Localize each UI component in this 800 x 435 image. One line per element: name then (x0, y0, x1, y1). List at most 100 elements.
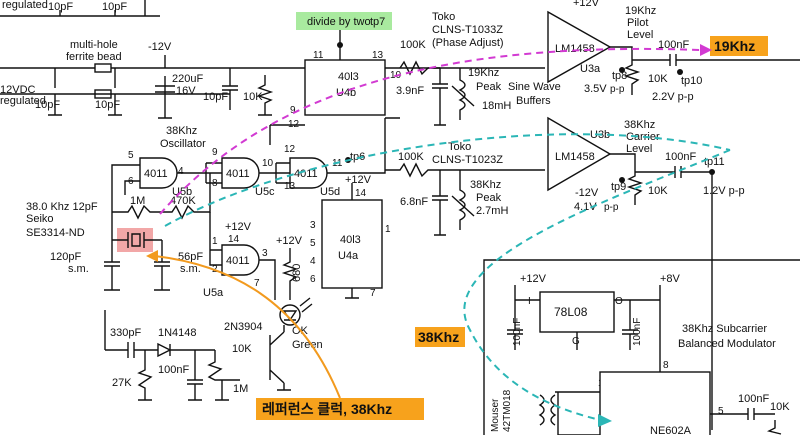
tp9-dot (619, 177, 625, 183)
u4b-chip (304, 59, 386, 116)
ann-19khz: 19Khz (714, 38, 755, 54)
opamp-u3a (547, 10, 612, 84)
tp9-label: tp9 (611, 181, 626, 193)
ind-38-label-a: 38Khz (470, 179, 501, 191)
mid-rail-wire (0, 55, 230, 88)
annotation-arrows: 38Khz 레퍼런스 클럭, 38Khz (146, 44, 731, 427)
toko-a-line2: CLNS-T1033Z (432, 24, 503, 36)
crystal-label-b: Seiko (26, 213, 54, 225)
detector-section: 330pF 1N4148 10K 27K 100nF 1M (104, 310, 291, 401)
pin-5-label-sub: 5 (718, 406, 724, 417)
tp10-dot (677, 69, 683, 75)
cap-10pf-label-d: 10pF (95, 99, 120, 111)
ind-38-label-c: 2.7mH (476, 205, 508, 217)
cap-100nf-f-label: 100nF (738, 393, 769, 405)
cap-100nf-a-label: 100nF (658, 39, 689, 51)
arrow-38khz-lower-path (463, 149, 731, 421)
u4b-pin-13: 13 (372, 50, 384, 61)
carrier-filter-section: Toko CLNS-T1023Z 100K 38Khz Peak 2.7mH 6… (385, 116, 745, 430)
plus12v-mid-label: +12V (345, 174, 372, 186)
carrier-level-label-c: Level (626, 143, 652, 155)
tp11-label: tp11 (704, 156, 725, 168)
led-symbol (279, 304, 301, 326)
v4-1-label: 4.1V (574, 201, 597, 213)
arrow-38khz-upper-path (164, 133, 731, 227)
regulated-label-top: regulated (2, 0, 48, 11)
tp8-dot (619, 67, 625, 73)
u5c-label: U5c (255, 186, 275, 198)
v2-2pp-label: 2.2V p-p (652, 91, 694, 103)
r-10k-a-symbol (256, 75, 274, 116)
sub-label-a: 38Khz Subcarrier (682, 323, 767, 335)
crystal-label-a: 38.0 Khz 12pF (26, 201, 98, 213)
cap-120pf-label-a: 120pF (50, 251, 81, 263)
tp7-dot (337, 42, 343, 48)
r-10k-pilot-label: 10K (648, 73, 668, 85)
pin-8-label-sub: 8 (663, 360, 669, 371)
carrier-level-label-a: 38Khz (624, 119, 655, 131)
gate-u5a-label: 4011 (226, 255, 250, 267)
arrow-19khz-head (700, 44, 712, 56)
ground-symbols-left (48, 94, 172, 119)
toko-a-line3: (Phase Adjust) (432, 37, 504, 49)
clock-detect-section: +12V 14 1 2 3 4011 U5a 7 +12V 680 OK Gre… (203, 212, 323, 351)
pilot-level-label-c: Level (627, 29, 653, 41)
ref-click-bg (256, 398, 424, 420)
reg-o-label: O (615, 296, 623, 307)
r-10k-out-label: 10K (770, 401, 790, 413)
mouser-label-b: 42TM018 (502, 389, 513, 432)
osc-label-a: 38Khz (166, 125, 197, 137)
cap-330pf-label: 330pF (110, 327, 141, 339)
v12dc-label-b: regulated (0, 95, 46, 107)
lm1458-b-label: LM1458 (555, 151, 595, 163)
toko-a-line1: Toko (432, 11, 455, 23)
carrier-output-wires (610, 153, 713, 430)
arrow-ref-click-path (154, 255, 341, 399)
crystal-symbol (112, 232, 162, 248)
pin-1-label-u5a: 1 (212, 236, 218, 247)
tp7-label: tp7 (370, 16, 385, 28)
toko-b-line2: CLNS-T1023Z (432, 154, 503, 166)
d-1n4148-label: 1N4148 (158, 327, 197, 339)
v4-1pp-label: p-p (604, 202, 619, 213)
top-rail-wire (0, 0, 160, 17)
opamp-u3b (547, 116, 612, 192)
ref-click-label: 레퍼런스 클럭, 38Khz (262, 401, 392, 417)
regulator-78l08 (539, 291, 615, 333)
plus12v-led-label: +12V (276, 235, 303, 247)
cap-10pf-e-symbol (222, 68, 238, 110)
cap-220uf-label: 220uF (172, 73, 203, 85)
gate-u5a (221, 244, 260, 276)
u4a-id: U4a (338, 250, 359, 262)
gate-u5b (139, 157, 178, 189)
osc-label-b: Oscillator (160, 138, 206, 150)
u4a-power-wires (345, 183, 359, 299)
ne602-chip (599, 371, 711, 435)
gate-u5c-label: 4011 (226, 168, 250, 180)
cap-3-9nf-label: 3.9nF (396, 85, 424, 97)
divide-label: divide by two (307, 16, 371, 28)
ne602-label: NE602A (650, 425, 692, 435)
carrier-level-label-b: Carrier (626, 131, 660, 143)
v3-5pp-label: p-p (610, 84, 625, 95)
gate-u5b-label: 4011 (144, 168, 168, 180)
cap-120pf-label-b: s.m. (68, 263, 89, 275)
led-label-b: Green (292, 339, 323, 351)
tp10-label: tp10 (681, 75, 702, 87)
r-680-symbol (281, 248, 299, 300)
tp11-dot (709, 169, 715, 175)
r-10k-carrier-label: 10K (648, 185, 668, 197)
cap-10pf-label-c: 10pF (35, 99, 60, 111)
reg-g-label: G (572, 336, 580, 347)
cap-100nf-e-label: 100nF (632, 318, 643, 346)
gate-u5c (221, 157, 260, 189)
u4a-part: 40l3 (340, 234, 361, 246)
u4b-pin-9: 9 (290, 105, 296, 116)
r-1m-a-label: 1M (130, 195, 145, 207)
mouser-label-a: Mouser (490, 398, 501, 432)
r-100k-label-a: 100K (400, 39, 426, 51)
u4a-pin-3: 3 (310, 220, 316, 231)
sine-label-b: Buffers (516, 95, 551, 107)
crystal-section: 38.0 Khz 12pF Seiko SE3314-ND 1M 470K 12… (26, 173, 211, 291)
pilot-lc-tank (432, 68, 475, 126)
